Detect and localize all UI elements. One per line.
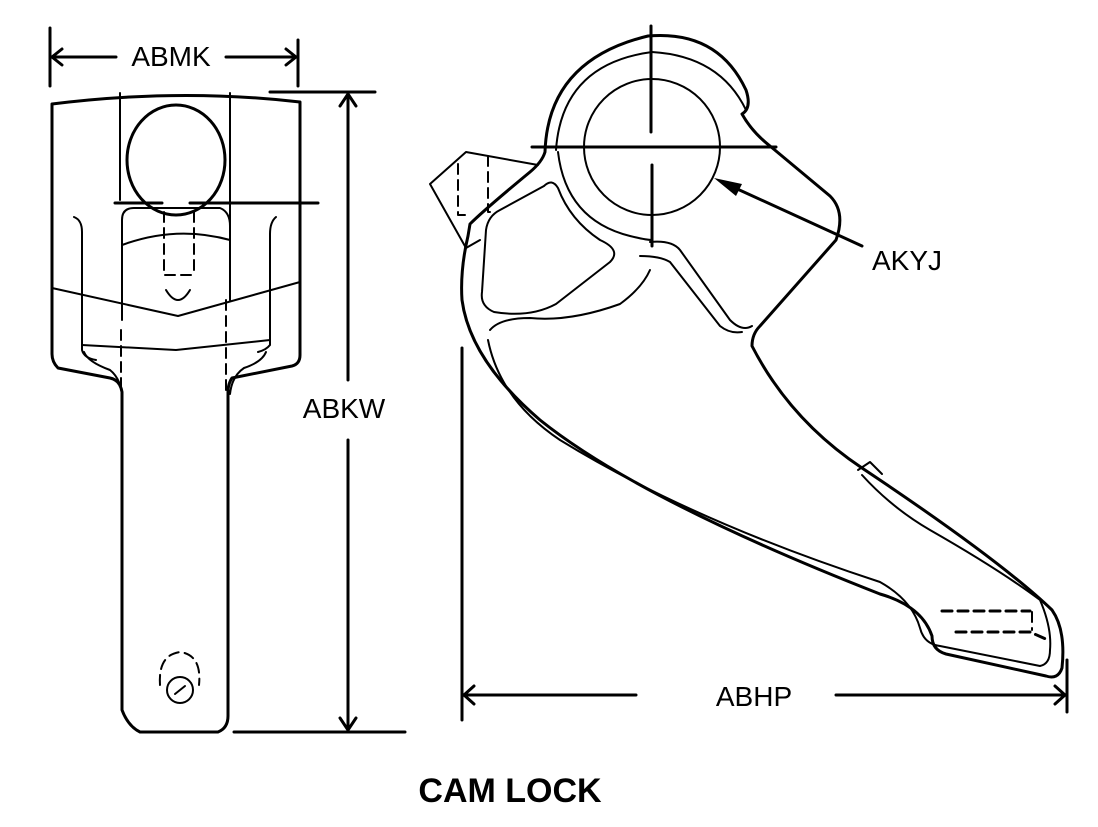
side-ring-lower [557,151,653,241]
abhp-arrow-right [1053,684,1067,706]
akyj-arrowhead [714,178,742,196]
side-screw-hidden-2 [487,155,497,213]
front-right-fillet [229,351,267,395]
side-middle-web [649,240,753,329]
side-screw-boss [429,151,539,249]
side-tab-notch [857,461,883,475]
side-web-inner [639,255,743,334]
side-screw-hidden-1 [457,163,471,216]
dimension-abhp: ABHP [460,346,1069,722]
abmk-arrow-left [50,47,64,67]
side-handle-channel [487,269,1052,667]
abkw-arrow-top [338,92,358,108]
akyj-label: AKYJ [872,245,942,276]
dimension-akyj: AKYJ [714,178,942,276]
front-pin-hole-hidden [158,651,201,686]
front-band-bottom [81,339,271,351]
akyj-leader-line [720,180,864,248]
side-view [429,24,1065,679]
front-body-outline [50,93,302,734]
abkw-label: ABKW [303,393,386,424]
front-inner-housing [121,207,231,321]
front-view [50,92,320,734]
front-inner-arch [121,232,231,246]
abhp-arrow-left [462,684,476,706]
side-end-hole-bottom [954,630,1050,642]
front-right-lug [257,216,277,353]
side-upper-cutout [480,181,616,315]
front-band-top [51,281,301,317]
front-pin-hole [166,676,194,704]
front-set-screw-tip [165,289,191,301]
abkw-arrow-bottom [338,716,358,732]
front-pin-hole-mark [174,685,186,695]
abhp-label: ABHP [716,681,792,712]
diagram-title: CAM LOCK [418,772,602,810]
side-outer-profile [460,33,1065,679]
dimension-abkw: ABKW [232,90,407,734]
front-bore-circle [125,103,227,217]
front-left-lug [73,216,97,361]
dimension-abmk: ABMK [48,26,300,88]
abmk-label: ABMK [131,41,211,72]
abmk-arrow-right [284,47,298,67]
